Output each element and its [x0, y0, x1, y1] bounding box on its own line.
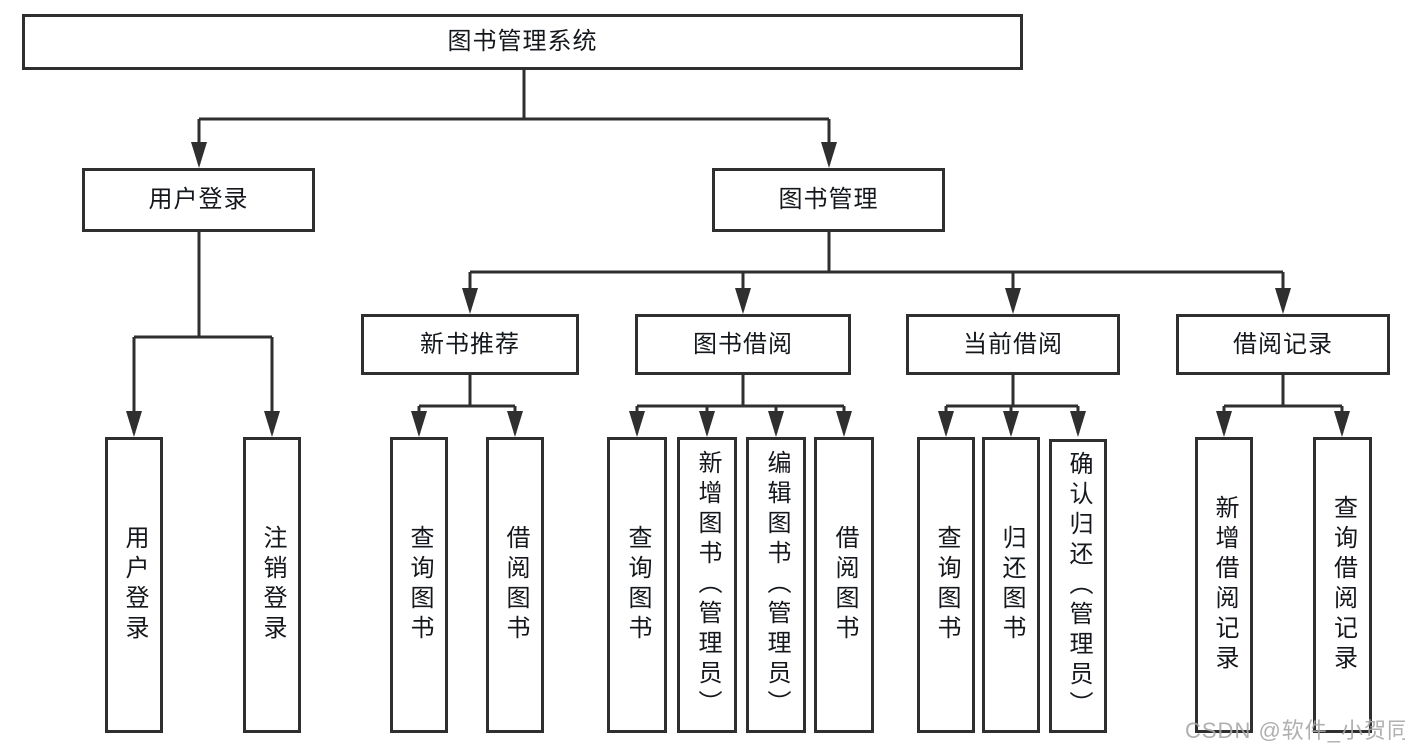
- watermark-text: CSDN @软件_小贺同学: [1185, 718, 1405, 743]
- leaf-confirm-return-admin: 确认归还（管理员）: [1049, 439, 1107, 733]
- arrowhead: [1005, 288, 1021, 314]
- node-book-borrowing: 图书借阅: [635, 314, 851, 375]
- leaf-query-books: 查询图书: [607, 437, 667, 733]
- arrowhead: [735, 288, 751, 314]
- leaf-edit-book-admin: 编辑图书（管理员）: [746, 437, 806, 733]
- arrowhead: [126, 411, 142, 437]
- arrowhead: [462, 288, 478, 314]
- arrowhead: [836, 411, 852, 437]
- arrowhead: [1003, 411, 1019, 437]
- node-book-management: 图书管理: [712, 168, 945, 232]
- node-new-book-recommendation: 新书推荐: [361, 314, 579, 375]
- node-current-borrowing: 当前借阅: [906, 314, 1120, 375]
- arrowhead: [1275, 288, 1291, 314]
- leaf-borrow-books: 借阅图书: [486, 437, 544, 733]
- arrowhead: [938, 411, 954, 437]
- arrowhead: [821, 142, 837, 168]
- leaf-user-login: 用户登录: [105, 437, 163, 733]
- arrowhead: [629, 411, 645, 437]
- arrowhead: [191, 142, 207, 168]
- connector-path: [132, 70, 1344, 433]
- arrowhead: [264, 411, 280, 437]
- leaf-query-borrow-record: 查询借阅记录: [1313, 437, 1372, 733]
- leaf-query-books: 查询图书: [917, 437, 975, 733]
- leaf-borrow-books: 借阅图书: [814, 437, 874, 733]
- leaf-return-books: 归还图书: [982, 437, 1040, 733]
- arrowhead: [1334, 411, 1350, 437]
- leaf-add-book-admin: 新增图书（管理员）: [677, 437, 737, 733]
- node-user-login: 用户登录: [82, 168, 315, 232]
- arrowhead: [1216, 411, 1232, 437]
- leaf-logout: 注销登录: [243, 437, 301, 733]
- arrowhead: [507, 411, 523, 437]
- arrowhead: [1070, 411, 1086, 437]
- leaf-add-borrow-record: 新增借阅记录: [1195, 437, 1253, 733]
- node-borrowing-records: 借阅记录: [1176, 314, 1390, 375]
- arrowhead: [411, 411, 427, 437]
- node-library-system: 图书管理系统: [22, 14, 1023, 70]
- arrowhead: [768, 411, 784, 437]
- arrowhead: [699, 411, 715, 437]
- leaf-query-books: 查询图书: [390, 437, 448, 733]
